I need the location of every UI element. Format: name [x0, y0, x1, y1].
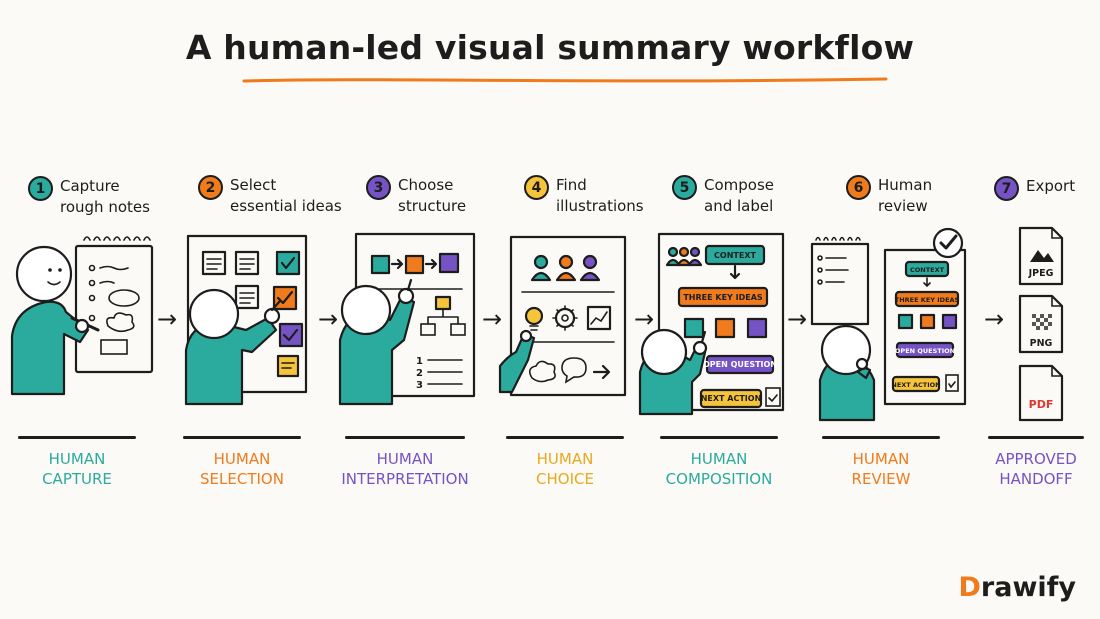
step-4-illustration: [498, 235, 627, 397]
step-1-header: 1 Capture rough notes: [28, 176, 150, 218]
arrow-icon: →: [157, 305, 178, 333]
arrow-icon: →: [482, 305, 503, 333]
composition-board: [657, 232, 785, 412]
step-1-baseline: [18, 436, 136, 439]
jpeg-file-icon: JPEG: [1018, 226, 1064, 286]
step-3-illustration: 1 2 3: [338, 232, 476, 406]
page-title: A human-led visual summary workflow: [185, 28, 915, 67]
step-7-illustration: JPEG PNG PDF: [1018, 226, 1064, 422]
jpeg-label: JPEG: [1028, 268, 1054, 279]
step-1-role: HUMAN CAPTURE: [42, 450, 112, 488]
step-5-illustration: CONTEXT THREE KEY IDEAS OPEN QUESTION NE…: [638, 232, 785, 416]
step-7-header: 7 Export: [994, 176, 1075, 201]
step-2-number: 2: [198, 175, 223, 200]
title-underline: [242, 77, 888, 83]
step-7-number: 7: [994, 176, 1019, 201]
open-question-label: OPEN QUESTION: [703, 360, 777, 369]
step-4-role: HUMAN CHOICE: [536, 450, 594, 488]
list-number-3: 3: [416, 380, 423, 391]
step-4-number: 4: [524, 175, 549, 200]
step-3-baseline: [345, 436, 465, 439]
spiral-binding: [83, 236, 151, 241]
step-5-header: 5 Compose and label: [672, 175, 774, 217]
pdf-label: PDF: [1029, 398, 1054, 411]
brand-rest: rawify: [980, 572, 1076, 603]
step-6-illustration: CONTEXT THREE KEY IDEAS OPEN QUESTION NE…: [810, 227, 967, 422]
approval-check-icon: [932, 227, 964, 259]
step-1-illustration: [10, 236, 154, 396]
cloud-icon: [528, 360, 556, 383]
step-7-baseline: [988, 436, 1084, 439]
people-icons-small: [665, 246, 703, 267]
step-5-number: 5: [672, 175, 697, 200]
brand-initial: D: [958, 572, 981, 603]
step-3-label: Choose structure: [398, 176, 467, 215]
step-6-header: 6 Human review: [846, 175, 932, 217]
review-three-key-ideas-label: THREE KEY IDEAS: [895, 296, 960, 304]
step-6-role: HUMAN REVIEW: [851, 450, 911, 488]
review-notepad: [810, 242, 870, 326]
step-5-label: Compose and label: [704, 176, 775, 215]
arrow-icon: →: [634, 305, 655, 333]
hand-reaching: [498, 332, 536, 394]
png-file-icon: PNG: [1018, 294, 1064, 354]
list-number-1: 1: [416, 356, 423, 367]
step-2-header: 2 Select essential ideas: [198, 175, 342, 217]
review-open-question-label: OPEN QUESTION: [895, 347, 955, 355]
step-5-role: HUMAN COMPOSITION: [665, 450, 773, 488]
brand-logo: Drawify: [958, 572, 1076, 603]
step-1-label: Capture rough notes: [60, 177, 150, 216]
review-context-label: CONTEXT: [910, 266, 945, 274]
selection-board: [186, 234, 308, 394]
step-2-baseline: [183, 436, 301, 439]
step-3-number: 3: [366, 175, 391, 200]
step-3-role: HUMAN INTERPRETATION: [341, 450, 469, 488]
step-4-baseline: [506, 436, 624, 439]
step-7-label: Export: [1026, 177, 1076, 195]
people-icons: [530, 254, 601, 282]
step-4-label: Find illustrations: [556, 176, 644, 215]
three-key-ideas-label: THREE KEY IDEAS: [683, 293, 763, 302]
step-6-label: Human review: [878, 176, 933, 215]
step-3-header: 3 Choose structure: [366, 175, 466, 217]
list-number-2: 2: [416, 368, 423, 379]
arrow-icon: →: [984, 305, 1005, 333]
person-head: [15, 245, 73, 303]
person-head: [188, 288, 240, 340]
step-4-header: 4 Find illustrations: [524, 175, 644, 217]
next-action-label: NEXT ACTION: [701, 394, 762, 403]
step-2-label: Select essential ideas: [230, 176, 342, 215]
step-5-baseline: [660, 436, 778, 439]
step-6-baseline: [822, 436, 940, 439]
step-2-role: HUMAN SELECTION: [200, 450, 284, 488]
chart-icon: [586, 305, 612, 331]
lightbulb-icon: [524, 306, 544, 326]
person-head: [340, 284, 392, 336]
review-next-action-label: NEXT ACTION: [891, 381, 940, 389]
context-label: CONTEXT: [714, 251, 756, 260]
arrow-icon: [592, 364, 611, 380]
person-head: [640, 328, 688, 376]
speech-bubble-icon: [561, 357, 587, 384]
pdf-file-icon: PDF: [1018, 364, 1064, 422]
notepad: [74, 244, 154, 374]
step-2-illustration: [184, 234, 308, 406]
png-label: PNG: [1030, 338, 1053, 349]
step-1-number: 1: [28, 176, 53, 201]
illustration-board: [509, 235, 627, 397]
step-6-number: 6: [846, 175, 871, 200]
review-board: [883, 248, 967, 406]
arrow-icon: →: [318, 305, 339, 333]
step-7-role: APPROVED HANDOFF: [995, 450, 1077, 488]
arrow-icon: →: [787, 305, 808, 333]
